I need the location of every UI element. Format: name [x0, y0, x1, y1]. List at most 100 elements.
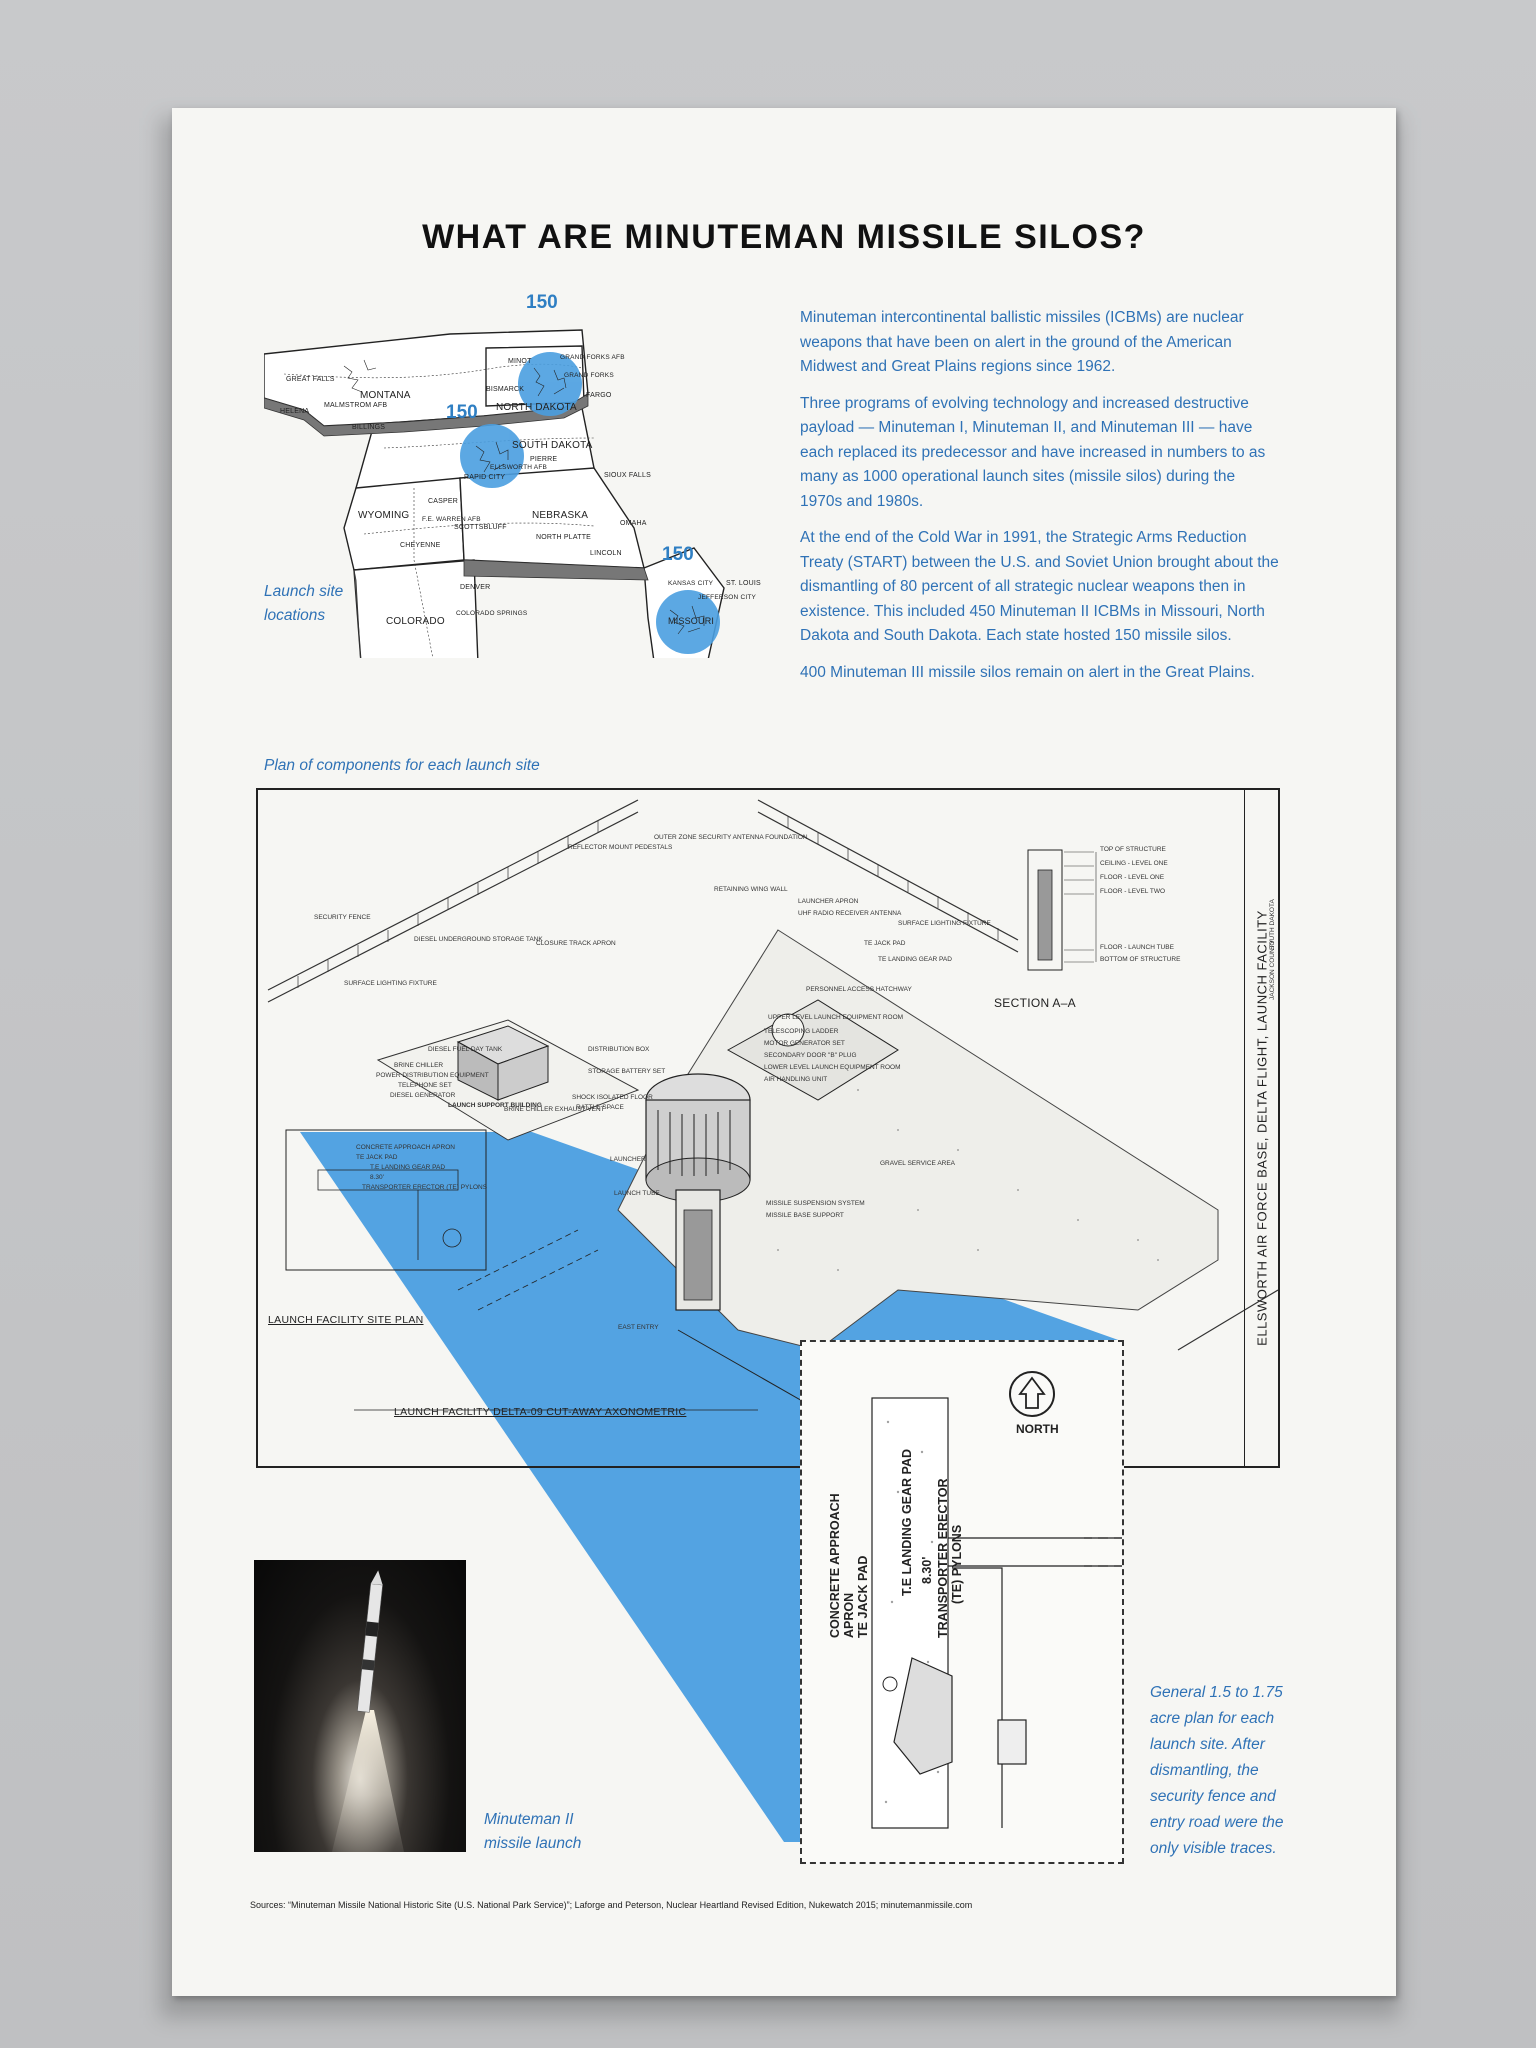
paragraph: Three programs of evolving technology an…: [800, 394, 1266, 510]
city-label: COLORADO SPRINGS: [456, 610, 528, 617]
state-label: NORTH DAKOTA: [496, 402, 577, 413]
callout: TE JACK PAD: [864, 940, 906, 947]
callout: LAUNCHER: [610, 1156, 646, 1163]
callout: POWER DISTRIBUTION EQUIPMENT: [376, 1072, 489, 1079]
city-label: SIOUX FALLS: [604, 472, 651, 479]
drawing-title-block: ELLSWORTH AIR FORCE BASE, DELTA FLIGHT, …: [1244, 790, 1278, 1466]
callout: STORAGE BATTERY SET: [588, 1068, 666, 1075]
sources-footnote: Sources: “Minuteman Missile National His…: [250, 1900, 973, 1910]
callout: LAUNCHER APRON: [798, 898, 859, 905]
inset-caption-line: dismantling, the: [1150, 1762, 1259, 1779]
state-label: SOUTH DAKOTA: [512, 440, 593, 451]
site-plan-inset: NORTH CONCRETE APPROACH APRON TE JACK PA…: [800, 1340, 1124, 1864]
callout: DIESEL GENERATOR: [390, 1092, 456, 1099]
photo-caption-line: Minuteman II: [484, 1811, 574, 1828]
callout: OUTER ZONE SECURITY ANTENNA FOUNDATION: [654, 834, 808, 841]
state-label: COLORADO: [386, 616, 445, 627]
inset-label: T.E LANDING GEAR PAD: [900, 1449, 914, 1596]
section-callout: BOTTOM OF STRUCTURE: [1100, 956, 1181, 963]
callout: DISTRIBUTION BOX: [588, 1046, 650, 1053]
callout: SURFACE LIGHTING FIXTURE: [898, 920, 991, 927]
city-label: OMAHA: [620, 520, 647, 527]
callout: SURFACE LIGHTING FIXTURE: [344, 980, 437, 987]
map-caption-line: locations: [264, 607, 326, 624]
inset-caption-line: entry road were the: [1150, 1814, 1284, 1831]
section-callout: FLOOR - LEVEL TWO: [1100, 888, 1166, 895]
callout: TELEPHONE SET: [398, 1082, 452, 1089]
photo-caption-line: missile launch: [484, 1835, 582, 1852]
site-plan-label: LAUNCH FACILITY SITE PLAN: [268, 1314, 424, 1326]
inset-label: TRANSPORTER ERECTOR: [936, 1478, 950, 1638]
state-label: NEBRASKA: [532, 510, 589, 521]
title-block-text: ELLSWORTH AIR FORCE BASE, DELTA FLIGHT, …: [1254, 910, 1269, 1346]
site-plan-callout: TE JACK PAD: [356, 1154, 398, 1161]
city-label: FARGO: [586, 392, 612, 399]
section-callout: FLOOR - LEVEL ONE: [1100, 874, 1165, 881]
inset-caption: General 1.5 to 1.75 acre plan for each l…: [1150, 1680, 1284, 1862]
inset-label: 8.30': [920, 1556, 934, 1584]
state-label: WYOMING: [358, 510, 410, 521]
launch-site-map: 150 150 150 MONTANA NORTH DAKOTA SOUTH D…: [264, 292, 784, 658]
poster-board: WHAT ARE MINUTEMAN MISSILE SILOS?: [172, 108, 1396, 1996]
callout: TE LANDING GEAR PAD: [878, 956, 952, 963]
site-plan-callout: 8.30': [370, 1174, 384, 1181]
callout: EAST ENTRY: [618, 1324, 659, 1331]
callout: UPPER LEVEL LAUNCH EQUIPMENT ROOM: [768, 1014, 904, 1021]
inset-label: TE JACK PAD: [856, 1555, 870, 1638]
callout: SECURITY FENCE: [314, 914, 371, 921]
axonometric-label: LAUNCH FACILITY DELTA-09 CUT-AWAY AXONOM…: [394, 1406, 687, 1418]
callout: LAUNCH SUPPORT BUILDING: [448, 1102, 542, 1109]
site-plan-callout: TRANSPORTER ERECTOR (TE) PYLONS: [362, 1184, 488, 1191]
city-label: BISMARCK: [486, 386, 525, 393]
city-label: KANSAS CITY: [668, 580, 714, 587]
city-label: MINOT: [508, 358, 532, 365]
paragraph: 400 Minuteman III missile silos remain o…: [800, 663, 1255, 681]
inset-caption-line: launch site. After: [1150, 1736, 1265, 1753]
inset-caption-line: security fence and: [1150, 1788, 1276, 1805]
section-callout: TOP OF STRUCTURE: [1100, 846, 1166, 853]
city-label: HELENA: [280, 408, 310, 415]
plan-caption: Plan of components for each launch site: [264, 757, 540, 774]
callout: MOTOR GENERATOR SET: [764, 1040, 845, 1047]
title-block-state: SOUTH DAKOTA: [1269, 899, 1276, 950]
callout: DIESEL UNDERGROUND STORAGE TANK: [414, 936, 543, 943]
callout: RETAINING WING WALL: [714, 886, 788, 893]
callout: BRINE CHILLER EXHAUST VENT: [504, 1106, 605, 1113]
city-label: LINCOLN: [590, 550, 622, 557]
state-label: MONTANA: [360, 390, 411, 401]
callout: MISSILE BASE SUPPORT: [766, 1212, 844, 1219]
city-label: CASPER: [428, 498, 458, 505]
map-outline: [264, 329, 725, 658]
callout: DIESEL FUEL DAY TANK: [428, 1046, 503, 1053]
city-label: NORTH PLATTE: [536, 534, 592, 541]
callout: LAUNCH TUBE: [614, 1190, 660, 1197]
inset-label: APRON: [842, 1592, 856, 1638]
launch-facility-drawing: LAUNCH FACILITY SITE PLAN LAUNCH FACILIT…: [256, 788, 1280, 1468]
paragraph: Minuteman intercontinental ballistic mis…: [800, 309, 1244, 375]
north-label: NORTH: [1016, 1422, 1059, 1436]
city-label: GRAND FORKS AFB: [560, 354, 625, 361]
inset-caption-line: General 1.5 to 1.75: [1150, 1684, 1283, 1701]
inset-label: (TE) PYLONS: [950, 1524, 964, 1604]
callout: AIR HANDLING UNIT: [764, 1076, 828, 1083]
count-north-dakota: 150: [526, 292, 558, 313]
callout: REFLECTOR MOUNT PEDESTALS: [568, 844, 673, 851]
drawing-linework: [267, 799, 1278, 1411]
inset-caption-line: acre plan for each: [1150, 1710, 1275, 1727]
missile-graphic: [332, 1570, 404, 1852]
city-label: BILLINGS: [352, 424, 386, 431]
page-title: WHAT ARE MINUTEMAN MISSILE SILOS?: [422, 218, 1146, 256]
map-caption: Launch site locations: [264, 580, 343, 628]
count-south-dakota: 150: [446, 402, 478, 423]
callout: UHF RADIO RECEIVER ANTENNA: [798, 910, 902, 917]
city-label: DENVER: [460, 584, 491, 591]
map-caption-line: Launch site: [264, 583, 344, 600]
inset-caption-line: only visible traces.: [1150, 1840, 1277, 1857]
photo-caption: Minuteman II missile launch: [484, 1808, 581, 1856]
city-label: GRAND FORKS: [564, 372, 614, 379]
section-callout: FLOOR - LAUNCH TUBE: [1100, 944, 1174, 951]
inset-linework: [871, 1371, 1122, 1829]
city-label: PIERRE: [530, 456, 558, 463]
city-label: ST. LOUIS: [726, 580, 761, 587]
city-label: SCOTTSBLUFF: [454, 524, 507, 531]
